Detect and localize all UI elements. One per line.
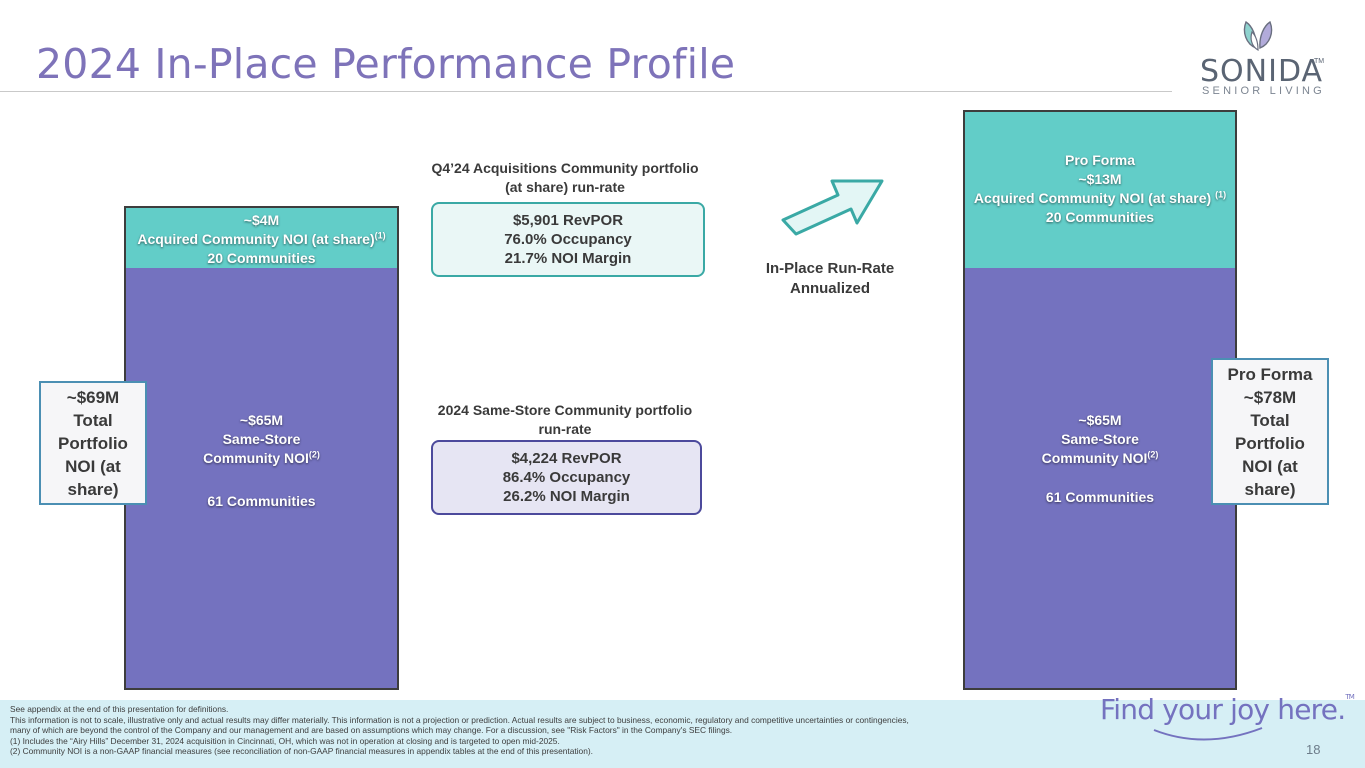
right-acq-label: Acquired Community NOI (at share) (1) bbox=[965, 189, 1235, 208]
left-ss-spacer bbox=[126, 468, 397, 492]
left-acq-label-text: Acquired Community NOI (at share) bbox=[137, 231, 375, 247]
title-divider bbox=[0, 91, 1172, 92]
tagline-trademark: TM bbox=[1345, 693, 1355, 701]
footnote-line: (1) Includes the “Airy Hills” December 3… bbox=[10, 735, 560, 746]
acq-stats-box: $5,901 RevPOR 76.0% Occupancy 21.7% NOI … bbox=[431, 202, 705, 277]
left-ss-label: Same-Store bbox=[222, 431, 301, 447]
ss-occupancy: 86.4% Occupancy bbox=[502, 469, 631, 486]
right-callout-line: Pro Forma bbox=[1227, 364, 1313, 384]
left-acquired-segment: ~$4M Acquired Community NOI (at share)(1… bbox=[126, 208, 397, 268]
ss-title-line2: run-rate bbox=[538, 421, 592, 437]
run-rate-label: In-Place Run-Rate Annualized bbox=[745, 259, 915, 299]
right-portfolio-bar: Pro Forma ~$13M Acquired Community NOI (… bbox=[963, 110, 1237, 690]
smile-swoosh-icon bbox=[1153, 727, 1263, 741]
arrow-up-right-icon bbox=[781, 179, 884, 236]
right-total-callout: Pro Forma ~$78M Total Portfolio NOI (at … bbox=[1211, 358, 1329, 505]
right-acq-label-text: Acquired Community NOI (at share) bbox=[973, 190, 1212, 206]
left-ss-labels: ~$65M Same-Store Community NOI(2) 61 Com… bbox=[126, 411, 397, 511]
company-logo: SONIDA TM SENIOR LIVING bbox=[1190, 16, 1330, 106]
footer-band: See appendix at the end of this presenta… bbox=[0, 693, 1365, 768]
right-callout-line: NOI (at bbox=[1242, 456, 1298, 476]
left-callout-line: Total bbox=[73, 410, 113, 430]
footnote-line: many of which are beyond the control of … bbox=[10, 725, 733, 736]
right-ss-value: ~$65M bbox=[1078, 412, 1122, 428]
left-acq-footnote: (1) bbox=[374, 230, 386, 241]
logo-wordmark: SONIDA bbox=[1200, 54, 1324, 89]
right-same-store-segment: ~$65M Same-Store Community NOI(2) 61 Com… bbox=[965, 268, 1235, 688]
logo-subtitle: SENIOR LIVING bbox=[1202, 85, 1325, 97]
right-callout-line: Portfolio bbox=[1235, 433, 1305, 453]
right-callout-line: share) bbox=[1244, 479, 1296, 499]
footnotes: See appendix at the end of this presenta… bbox=[10, 704, 1090, 757]
right-ss-label2-text: Community NOI bbox=[1041, 450, 1148, 466]
left-same-store-segment: ~$65M Same-Store Community NOI(2) 61 Com… bbox=[126, 268, 397, 688]
tagline-text: Find your joy here. bbox=[1100, 693, 1346, 726]
page-title: 2024 In-Place Performance Profile bbox=[36, 40, 736, 88]
left-callout-line: NOI (at bbox=[65, 456, 121, 476]
acq-title-line2: (at share) run-rate bbox=[505, 179, 625, 195]
acq-noi-margin: 21.7% NOI Margin bbox=[504, 250, 632, 267]
butterfly-logo-icon bbox=[1243, 20, 1273, 52]
left-callout-line: ~$69M bbox=[66, 387, 120, 407]
right-acq-proforma: Pro Forma bbox=[1064, 152, 1135, 168]
right-ss-count: 61 Communities bbox=[1045, 489, 1155, 505]
left-acq-count: 20 Communities bbox=[207, 250, 316, 266]
left-ss-count: 61 Communities bbox=[207, 493, 316, 509]
ss-noi-margin: 26.2% NOI Margin bbox=[503, 488, 630, 505]
acq-occupancy: 76.0% Occupancy bbox=[504, 231, 632, 248]
footnote-line: See appendix at the end of this presenta… bbox=[10, 704, 229, 714]
left-ss-label2-text: Community NOI bbox=[203, 450, 309, 466]
footnote-line: This information is not to scale, illust… bbox=[10, 714, 909, 725]
page-number: 18 bbox=[1306, 742, 1321, 757]
ss-revpor: $4,224 RevPOR bbox=[511, 450, 622, 467]
tagline: Find your joy here.TM bbox=[1100, 693, 1355, 726]
right-acq-count: 20 Communities bbox=[1045, 209, 1155, 225]
ss-title-line1: 2024 Same-Store Community portfolio bbox=[437, 402, 693, 418]
left-ss-label2: Community NOI(2) bbox=[126, 449, 397, 468]
acq-panel-title: Q4’24 Acquisitions Community portfolio (… bbox=[405, 159, 725, 197]
left-acq-value: ~$4M bbox=[243, 212, 280, 228]
run-rate-line1: In-Place Run-Rate bbox=[765, 260, 895, 277]
left-acq-label: Acquired Community NOI (at share)(1) bbox=[126, 230, 397, 249]
right-ss-spacer bbox=[965, 468, 1235, 488]
logo-trademark: TM bbox=[1314, 58, 1325, 65]
right-callout-line: Total bbox=[1250, 410, 1290, 430]
right-acquired-segment: Pro Forma ~$13M Acquired Community NOI (… bbox=[965, 112, 1235, 268]
right-callout-line: ~$78M bbox=[1243, 387, 1297, 407]
right-ss-label: Same-Store bbox=[1061, 431, 1139, 447]
right-ss-label2: Community NOI(2) bbox=[965, 449, 1235, 468]
left-callout-line: share) bbox=[67, 479, 119, 499]
left-ss-value: ~$65M bbox=[239, 412, 284, 428]
right-acq-value: ~$13M bbox=[1078, 171, 1122, 187]
acq-title-line1: Q4’24 Acquisitions Community portfolio bbox=[431, 160, 699, 176]
run-rate-line2: Annualized bbox=[789, 280, 870, 297]
right-ss-labels: ~$65M Same-Store Community NOI(2) 61 Com… bbox=[965, 411, 1235, 507]
acq-revpor: $5,901 RevPOR bbox=[512, 212, 624, 229]
left-ss-footnote: (2) bbox=[308, 449, 320, 460]
right-ss-footnote: (2) bbox=[1147, 449, 1159, 460]
ss-stats-box: $4,224 RevPOR 86.4% Occupancy 26.2% NOI … bbox=[431, 440, 702, 515]
footnote-line: (2) Community NOI is a non-GAAP financia… bbox=[10, 746, 593, 757]
right-acq-footnote: (1) bbox=[1215, 189, 1227, 200]
left-portfolio-bar: ~$4M Acquired Community NOI (at share)(1… bbox=[124, 206, 399, 690]
ss-panel-title: 2024 Same-Store Community portfolio run-… bbox=[405, 401, 725, 439]
left-callout-line: Portfolio bbox=[58, 433, 128, 453]
left-total-callout: ~$69M Total Portfolio NOI (at share) bbox=[39, 381, 147, 505]
